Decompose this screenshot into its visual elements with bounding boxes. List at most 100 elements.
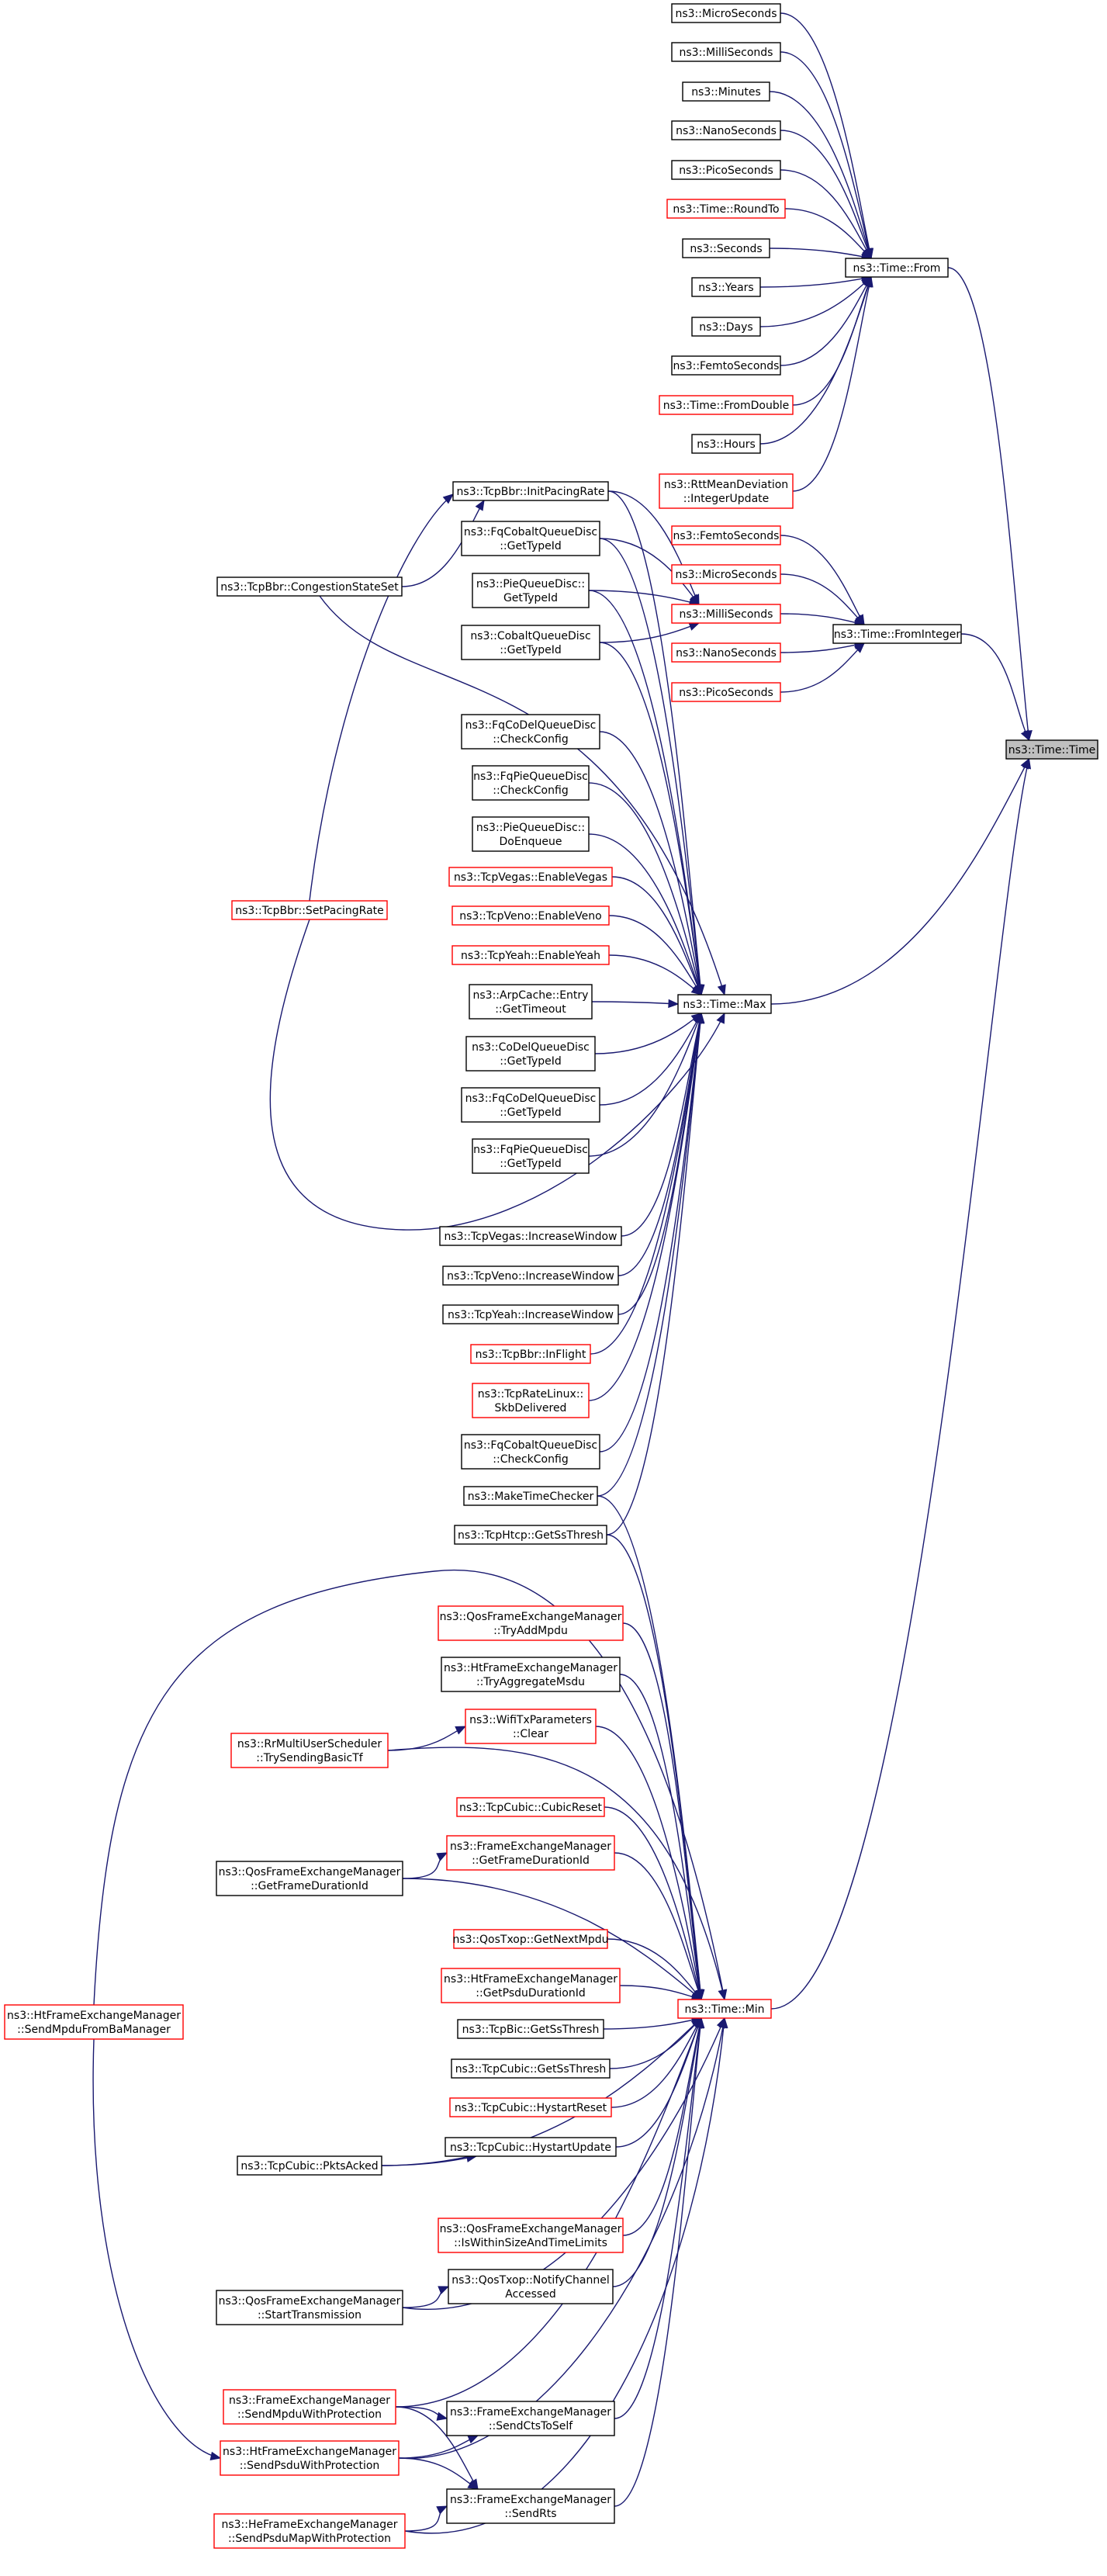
node-m-arp[interactable]: ns3::ArpCache::Entry::GetTimeout [469, 984, 593, 1020]
node-n-fem-rts[interactable]: ns3::FrameExchangeManager::SendRts [446, 2488, 615, 2524]
node-box[interactable] [449, 2097, 612, 2117]
node-i-milli[interactable]: ns3::MilliSeconds [671, 604, 781, 624]
node-box[interactable] [671, 564, 781, 584]
node-box[interactable] [461, 625, 600, 660]
node-box[interactable] [223, 2389, 396, 2425]
node-box[interactable] [461, 1434, 600, 1470]
node-f-roundto[interactable]: ns3::Time::RoundTo [666, 199, 786, 219]
node-box[interactable] [1005, 739, 1098, 760]
node-f-nano[interactable]: ns3::NanoSeconds [671, 120, 781, 140]
node-time[interactable]: ns3::Time::Time [1005, 739, 1098, 760]
node-box[interactable] [446, 1835, 615, 1871]
node-box[interactable] [677, 994, 772, 1014]
node-box[interactable] [671, 120, 781, 140]
node-n-cubicreset[interactable]: ns3::TcpCubic::CubicReset [456, 1797, 605, 1817]
node-n-fem-gfd[interactable]: ns3::FrameExchangeManager::GetFrameDurat… [446, 1835, 615, 1871]
node-m-htcp[interactable]: ns3::TcpHtcp::GetSsThresh [454, 1525, 607, 1545]
node-box[interactable] [472, 573, 590, 608]
node-m-inflight[interactable]: ns3::TcpBbr::InFlight [470, 1344, 591, 1364]
node-n-ht-sendba[interactable]: ns3::HtFrameExchangeManager::SendMpduFro… [4, 2004, 184, 2040]
node-box[interactable] [659, 395, 794, 415]
node-box[interactable] [671, 642, 781, 663]
node-box[interactable] [666, 199, 786, 219]
node-box[interactable] [451, 2058, 611, 2079]
node-box[interactable] [237, 2155, 382, 2176]
node-f-seconds[interactable]: ns3::Seconds [682, 238, 770, 258]
node-box[interactable] [456, 1797, 605, 1817]
node-box[interactable] [671, 160, 781, 180]
node-box[interactable] [472, 1383, 590, 1418]
node-box[interactable] [682, 238, 770, 258]
node-from[interactable]: ns3::Time::From [845, 258, 949, 278]
node-box[interactable] [453, 1929, 608, 1949]
node-f-rttmean[interactable]: ns3::RttMeanDeviation::IntegerUpdate [659, 473, 794, 509]
node-box[interactable] [446, 2401, 615, 2436]
node-f-milli[interactable]: ns3::MilliSeconds [671, 42, 781, 62]
node-m-vegas-inc[interactable]: ns3::TcpVegas::IncreaseWindow [439, 1226, 622, 1246]
node-box[interactable] [438, 2218, 624, 2253]
node-i-nano[interactable]: ns3::NanoSeconds [671, 642, 781, 663]
node-box[interactable] [465, 1036, 596, 1072]
node-box[interactable] [216, 2290, 403, 2325]
node-box[interactable] [442, 1265, 619, 1286]
node-n-rrmu[interactable]: ns3::RrMultiUserScheduler::TrySendingBas… [230, 1733, 389, 1768]
node-box[interactable] [659, 473, 794, 509]
node-box[interactable] [671, 3, 781, 23]
node-n-tryaddmpdu[interactable]: ns3::QosFrameExchangeManager::TryAddMpdu [438, 1605, 624, 1641]
node-box[interactable] [441, 1968, 621, 2003]
node-box[interactable] [832, 624, 962, 644]
node-f-hours[interactable]: ns3::Hours [691, 434, 761, 454]
node-m-pie-tid[interactable]: ns3::PieQueueDisc::GetTypeId [472, 573, 590, 608]
node-box[interactable] [457, 2019, 604, 2039]
node-n-bic[interactable]: ns3::TcpBic::GetSsThresh [457, 2019, 604, 2039]
node-box[interactable] [469, 984, 593, 1020]
node-n-qostxop-next[interactable]: ns3::QosTxop::GetNextMpdu [453, 1929, 609, 1949]
node-box[interactable] [461, 714, 600, 750]
node-i-femto[interactable]: ns3::FemtoSeconds [671, 525, 781, 545]
node-f-femto[interactable]: ns3::FemtoSeconds [671, 355, 781, 376]
node-box[interactable] [691, 277, 761, 297]
node-i-micro[interactable]: ns3::MicroSeconds [671, 564, 781, 584]
node-m-fqcobalt-cc[interactable]: ns3::FqCobaltQueueDisc::CheckConfig [461, 1434, 600, 1470]
node-m-setpacing[interactable]: ns3::TcpBbr::SetPacingRate [231, 900, 388, 920]
node-box[interactable] [472, 816, 590, 852]
node-box[interactable] [451, 905, 610, 926]
node-m-fqpie-cc[interactable]: ns3::FqPieQueueDisc::CheckConfig [472, 765, 590, 801]
node-box[interactable] [845, 258, 949, 278]
node-m-fqcodel-tid[interactable]: ns3::FqCoDelQueueDisc::GetTypeId [461, 1087, 600, 1123]
node-box[interactable] [671, 604, 781, 624]
node-box[interactable] [452, 481, 609, 501]
node-box[interactable] [691, 317, 761, 337]
node-box[interactable] [472, 765, 590, 801]
node-m-veno-inc[interactable]: ns3::TcpVeno::IncreaseWindow [442, 1265, 619, 1286]
node-box[interactable] [451, 945, 610, 965]
node-f-years[interactable]: ns3::Years [691, 277, 761, 297]
node-m-fqcobalt-tid[interactable]: ns3::FqCobaltQueueDisc::GetTypeId [461, 521, 600, 556]
node-m-yeah-en[interactable]: ns3::TcpYeah::EnableYeah [451, 945, 610, 965]
node-n-cubic-hr[interactable]: ns3::TcpCubic::HystartReset [449, 2097, 612, 2117]
node-n-cubic-pa[interactable]: ns3::TcpCubic::PktsAcked [237, 2155, 382, 2176]
node-box[interactable] [231, 900, 388, 920]
node-m-codel-tid[interactable]: ns3::CoDelQueueDisc::GetTypeId [465, 1036, 596, 1072]
node-box[interactable] [461, 1087, 600, 1123]
node-max[interactable]: ns3::Time::Max [677, 994, 772, 1014]
node-m-vegas-en[interactable]: ns3::TcpVegas::EnableVegas [448, 867, 613, 887]
node-box[interactable] [220, 2440, 400, 2476]
node-box[interactable] [682, 81, 770, 102]
node-box[interactable] [441, 1657, 621, 1692]
node-f-pico[interactable]: ns3::PicoSeconds [671, 160, 781, 180]
node-n-fem-cts[interactable]: ns3::FrameExchangeManager::SendCtsToSelf [446, 2401, 615, 2436]
node-box[interactable] [448, 2269, 614, 2304]
node-m-mtc[interactable]: ns3::MakeTimeChecker [463, 1486, 598, 1506]
node-n-wifitx[interactable]: ns3::WifiTxParameters::Clear [465, 1709, 597, 1744]
node-n-tryaggmsdu[interactable]: ns3::HtFrameExchangeManager::TryAggregat… [441, 1657, 621, 1692]
node-box[interactable] [671, 42, 781, 62]
node-n-he-psdumap[interactable]: ns3::HeFrameExchangeManager::SendPsduMap… [213, 2513, 406, 2549]
node-n-cubic-ss[interactable]: ns3::TcpCubic::GetSsThresh [451, 2058, 611, 2079]
node-fromInteger[interactable]: ns3::Time::FromInteger [832, 624, 962, 644]
node-n-qos-within[interactable]: ns3::QosFrameExchangeManager::IsWithinSi… [438, 2218, 624, 2253]
node-m-initpacing[interactable]: ns3::TcpBbr::InitPacingRate [452, 481, 609, 501]
node-box[interactable] [213, 2513, 406, 2549]
node-f-minutes[interactable]: ns3::Minutes [682, 81, 770, 102]
